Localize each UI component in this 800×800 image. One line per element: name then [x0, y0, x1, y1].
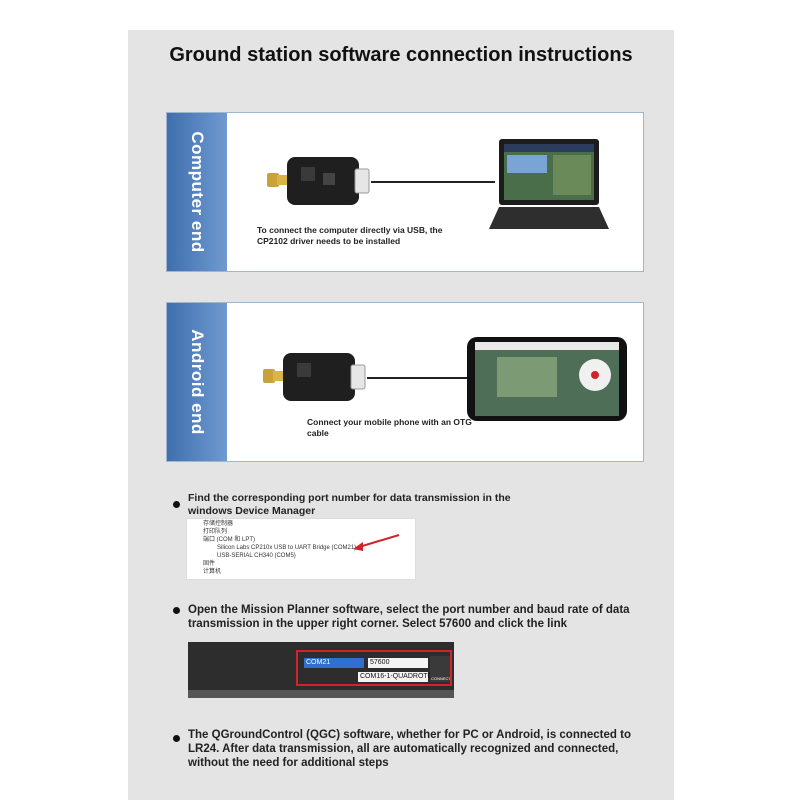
radio-module-illustration — [267, 157, 370, 205]
step-1-bullet — [173, 501, 180, 508]
profile-select[interactable]: COM16-1-QUADROTOR — [358, 672, 439, 682]
dm-row-storage[interactable]: 存储控制器 — [203, 521, 234, 527]
dm-row-firmware[interactable]: 固件 — [203, 561, 216, 567]
radio-module-illustration-2 — [263, 353, 366, 401]
computer-panel: Computer end To connect the computer dir… — [166, 112, 644, 272]
dm-row-ports[interactable]: 端口 (COM 和 LPT) — [203, 537, 255, 543]
chip — [301, 167, 315, 181]
dm-row-cp210x[interactable]: Silicon Labs CP210x USB to UART Bridge (… — [217, 545, 357, 551]
mission-planner-screenshot: COM21 57600 COM16-1-QUADROTOR CONNECT — [188, 642, 454, 698]
computer-tab-label: Computer end — [188, 131, 207, 253]
usb-connector — [354, 168, 370, 194]
android-panel: Android end Connect your mobile phone wi… — [166, 302, 644, 462]
dm-row-print[interactable]: 打印队列 — [203, 529, 228, 535]
step-1-text: Find the corresponding port number for d… — [188, 492, 511, 517]
highlight-box — [296, 650, 452, 686]
instruction-sheet: Ground station software connection instr… — [128, 30, 674, 800]
sma-connector — [263, 369, 275, 383]
otg-cable — [367, 377, 479, 379]
usb-cable — [371, 181, 495, 183]
step-2-text: Open the Mission Planner software, selec… — [188, 604, 630, 630]
qgc-toolbar — [475, 342, 619, 350]
connect-button[interactable]: CONNECT — [430, 656, 452, 682]
chip — [297, 363, 311, 377]
sma-nut — [273, 371, 283, 381]
step-3-bullet — [173, 735, 180, 742]
laptop-illustration — [489, 139, 609, 229]
sma-nut — [277, 175, 287, 185]
connect-label: CONNECT — [431, 676, 451, 681]
baud-select[interactable]: 57600 — [368, 658, 428, 668]
phone-illustration — [467, 337, 627, 421]
module-board — [283, 353, 355, 401]
android-tab-label: Android end — [188, 329, 207, 435]
android-tab: Android end — [167, 303, 227, 461]
computer-caption: To connect the computer directly via USB… — [257, 225, 443, 246]
step-3-text: The QGroundControl (QGC) software, wheth… — [188, 729, 631, 769]
map-area — [497, 357, 557, 397]
step-2-bullet — [173, 607, 180, 614]
heading-marker — [591, 371, 599, 379]
dm-row-computer[interactable]: 计算机 — [203, 569, 222, 575]
usb-connector — [350, 364, 366, 390]
map-view — [553, 155, 591, 195]
device-manager-screenshot: 存储控制器 打印队列 端口 (COM 和 LPT) Silicon Labs C… — [186, 518, 416, 580]
computer-tab: Computer end — [167, 113, 227, 271]
port-select[interactable]: COM21 — [304, 658, 364, 668]
laptop-keyboard — [489, 207, 609, 229]
chip-2 — [323, 173, 335, 185]
android-caption: Connect your mobile phone with an OTG ca… — [307, 417, 472, 438]
red-arrow-icon — [353, 534, 400, 551]
sma-connector — [267, 173, 279, 187]
hud-view — [507, 155, 547, 173]
progress-strip — [188, 690, 454, 698]
app-toolbar — [504, 144, 594, 152]
page-title: Ground station software connection instr… — [169, 44, 633, 66]
dm-row-ch340[interactable]: USB-SERIAL CH340 (COM5) — [217, 553, 296, 559]
